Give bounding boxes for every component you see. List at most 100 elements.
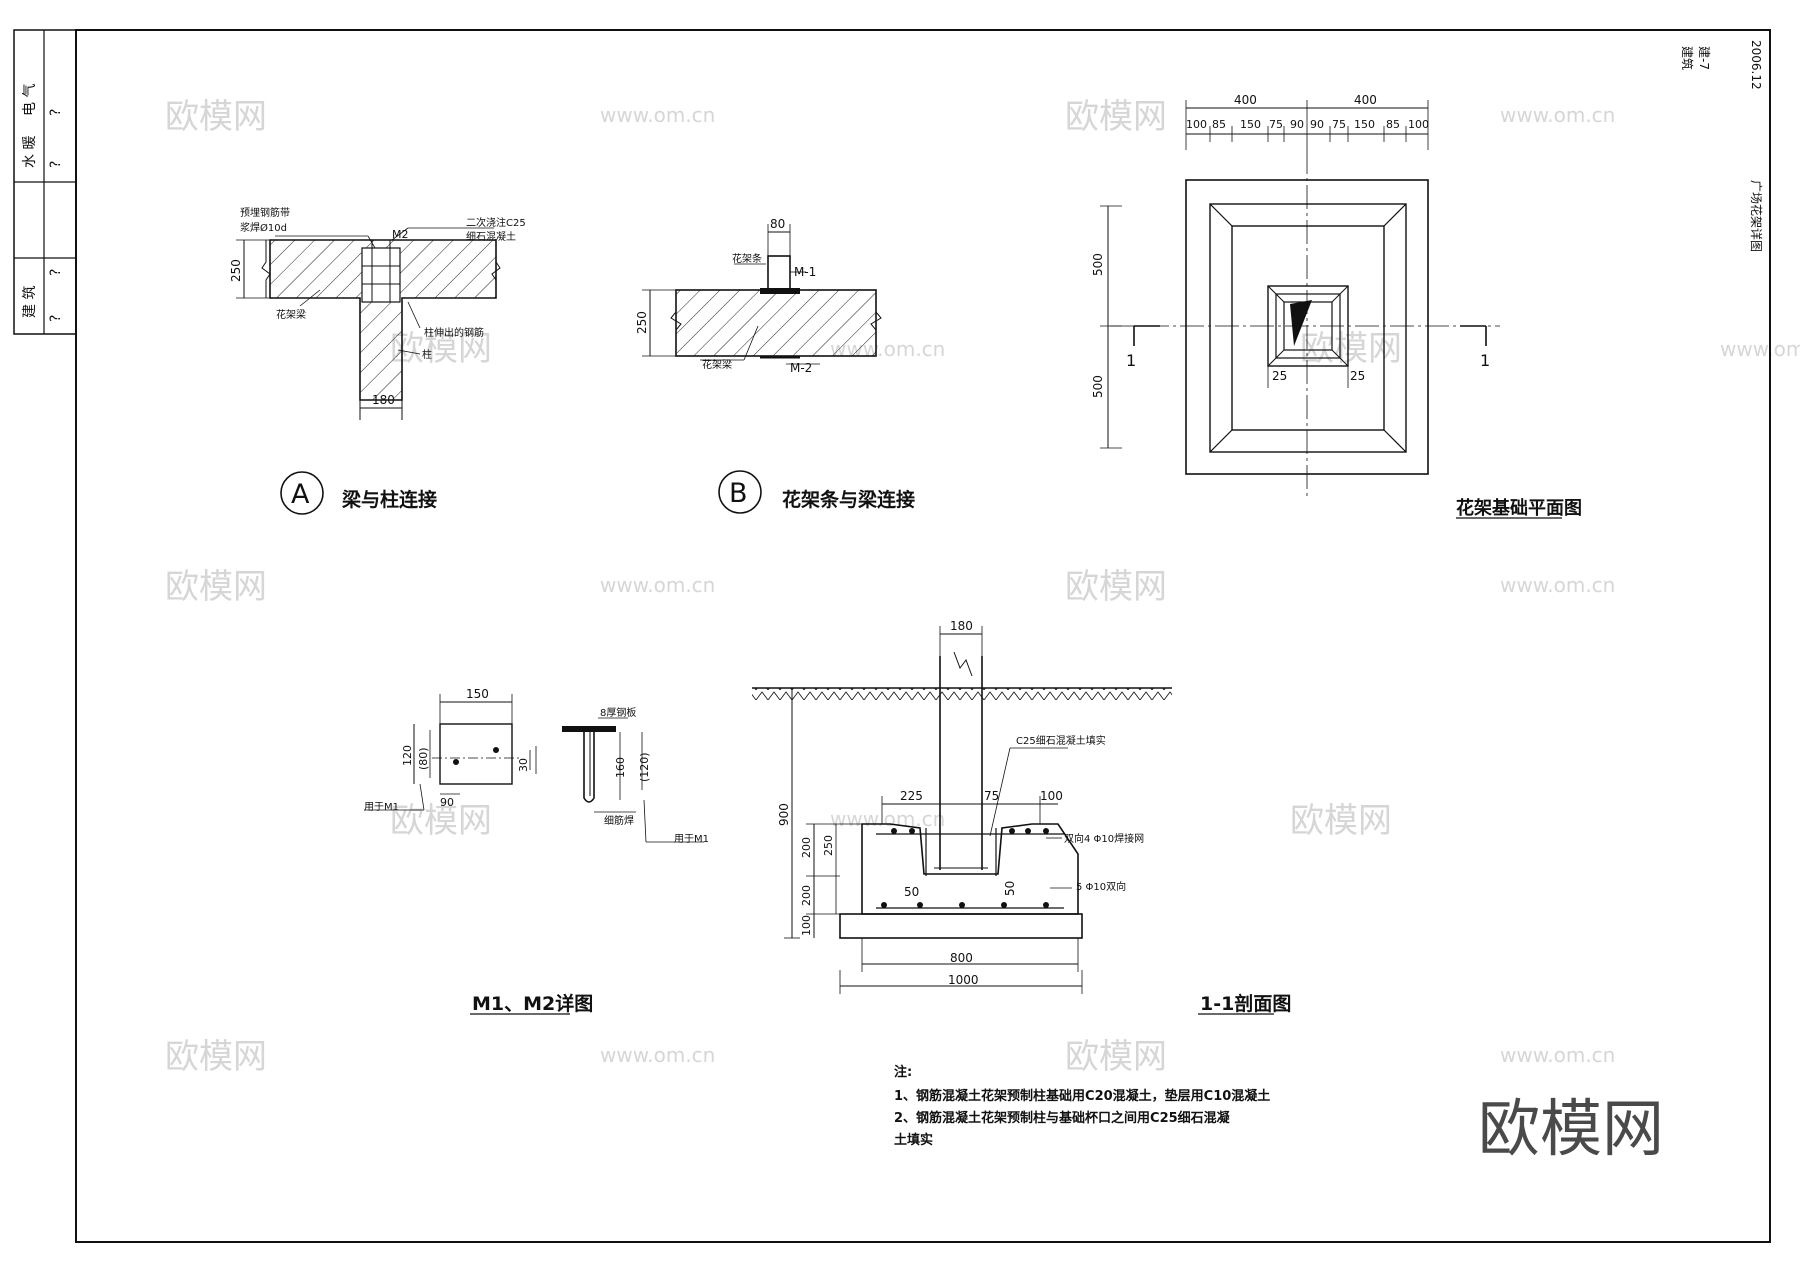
plan-title: 花架基础平面图 (1456, 497, 1582, 519)
dim-plan-25-left: 25 (1272, 369, 1287, 383)
dim-s-50b: 50 (1003, 881, 1017, 896)
watermark-logo: 欧模网 (1290, 801, 1392, 841)
watermark-logo-large: 欧模网 (1478, 1092, 1664, 1165)
discipline-electrical: 电 气 (22, 84, 38, 116)
dim-s-180: 180 (950, 619, 973, 633)
watermark-url: www.om.cn (1500, 103, 1615, 127)
plate-m1 (760, 288, 800, 294)
note-a-beam: 花架梁 (276, 308, 306, 321)
dim-s-800: 800 (950, 951, 973, 965)
section-mark-right: 1 (1480, 351, 1490, 370)
section-title: 1-1剖面图 (1200, 992, 1291, 1015)
dim-plan-seg: 100 (1186, 118, 1207, 131)
discipline-label: 建筑 (1680, 46, 1695, 70)
watermark-layer: 欧模网 www.om.cn 欧模网 www.om.cn 欧模网 www.om.c… (165, 97, 1800, 1077)
detail-a-title: 梁与柱连接 (341, 488, 437, 511)
dim-m-120b: (120) (638, 752, 651, 782)
detail-b-title: 花架条与梁连接 (782, 488, 915, 511)
watermark-logo: 欧模网 (1065, 1037, 1167, 1077)
dim-plan-seg: 75 (1332, 118, 1346, 131)
dim-s-100b: 100 (800, 915, 813, 936)
note-b-beam: 花架梁 (702, 358, 732, 371)
m-detail-title: M1、M2详图 (472, 992, 593, 1015)
notes-line-1: 1、钢筋混凝土花架预制柱基础用C20混凝土，垫层用C10混凝土 (894, 1088, 1270, 1104)
detail-b-letter: B (729, 478, 748, 509)
dim-plan-seg: 85 (1386, 118, 1400, 131)
notes-line-3: 土填实 (894, 1132, 933, 1148)
dim-s-250: 250 (822, 835, 835, 856)
watermark-logo: 欧模网 (165, 97, 267, 137)
dim-s-225: 225 (900, 789, 923, 803)
note-a-top-right-2: 细石混凝土 (466, 230, 516, 243)
note-b-m2: M-2 (790, 361, 812, 375)
dim-plan-seg: 100 (1408, 118, 1429, 131)
watermark-logo: 欧模网 (1065, 567, 1167, 607)
watermark-url: www.om.cn (830, 807, 945, 831)
dim-b-height: 250 (635, 311, 649, 334)
sheet-border (75, 29, 1771, 1243)
notes-heading: 注: (894, 1064, 912, 1080)
dim-s-200a: 200 (800, 837, 813, 858)
dim-plan-seg: 90 (1290, 118, 1304, 131)
watermark-url: www.om.cn (600, 573, 715, 597)
dim-plan-500-top: 500 (1091, 253, 1105, 276)
detail-a-beam-column: 180 250 预埋钢筋带 浆焊Ø10d M2 二次浇注C25 细石混凝土 花架… (229, 206, 526, 515)
title-block-left: 电 气 ? 水 暖 ? 建 筑 ? ? (13, 29, 77, 335)
watermark-url: www.om.cn (600, 1043, 715, 1067)
section-mark-left: 1 (1126, 351, 1136, 370)
discipline-arch: 建 筑 (22, 286, 38, 318)
general-notes: 注: 1、钢筋混凝土花架预制柱基础用C20混凝土，垫层用C10混凝土 2、钢筋混… (894, 1064, 1270, 1148)
note-a-top-left-2: 浆焊Ø10d (240, 221, 287, 234)
note-s-rebar-1: 双向4 Φ10焊接网 (1064, 832, 1144, 845)
dim-plan-25-right: 25 (1350, 369, 1365, 383)
dim-m-120: 120 (401, 745, 414, 766)
dim-s-75: 75 (984, 789, 999, 803)
dim-s-100: 100 (1040, 789, 1063, 803)
watermark-logo: 欧模网 (1300, 329, 1402, 369)
dim-a-height: 250 (229, 259, 243, 282)
dim-plan-seg: 150 (1354, 118, 1375, 131)
note-a-top-left-1: 预埋钢筋带 (240, 206, 290, 219)
detail-b-marker (718, 470, 762, 514)
note-m-anchor: 细筋焊 (604, 814, 634, 827)
m-plate-detail: 150 120 (80) 90 30 用于M1 160 (120) 8厚钢板 细… (364, 687, 709, 1015)
dim-plan-500-bottom: 500 (1091, 375, 1105, 398)
dim-plan-400-left: 400 (1234, 93, 1257, 107)
title-block-right: 建筑 建-7 2006.12 广场花架详图 (1680, 40, 1764, 252)
dim-s-200b: 200 (800, 885, 813, 906)
note-a-column: 柱 (422, 348, 432, 361)
note-b-m1: M-1 (794, 265, 816, 279)
dim-plan-seg: 90 (1310, 118, 1324, 131)
note-s-rebar-2: 5 Φ10双向 (1076, 880, 1126, 893)
dim-plan-seg: 150 (1240, 118, 1261, 131)
dim-m-150: 150 (466, 687, 489, 701)
note-s-grout: C25细石混凝土填实 (1016, 734, 1106, 747)
dim-s-50a: 50 (904, 885, 919, 899)
discipline-electrical-mark: ? (48, 109, 64, 116)
watermark-url: www.om.cn (1500, 573, 1615, 597)
detail-a-marker (280, 471, 324, 515)
notes-line-2: 2、钢筋混凝土花架预制柱与基础杯口之间用C25细石混凝 (894, 1110, 1231, 1126)
watermark-url: www.om.cn (1720, 337, 1800, 361)
foundation-plan: 1 1 400 400 100 85 150 75 90 90 75 150 8… (1091, 93, 1582, 519)
discipline-arch-mark: ? (48, 269, 64, 276)
detail-b-strip-beam: 80 250 花架条 M-1 花架梁 M-2 B 花架条与梁连接 (635, 217, 915, 514)
watermark-logo: 欧模网 (390, 329, 492, 369)
section-1-1: 180 900 200 250 200 100 (752, 619, 1291, 1015)
watermark-logo: 欧模网 (390, 801, 492, 841)
sheet-date: 2006.12 (1749, 40, 1763, 90)
dim-s-1000: 1000 (948, 973, 979, 987)
watermark-logo: 欧模网 (1065, 97, 1167, 137)
note-a-m2: M2 (392, 228, 409, 241)
note-m-plate: 8厚钢板 (600, 706, 636, 719)
drawing-title: 广场花架详图 (1749, 180, 1764, 252)
note-a-top-right-1: 二次浇注C25 (466, 216, 526, 229)
note-a-rebar: 柱伸出的钢筋 (424, 326, 484, 339)
watermark-logo: 欧模网 (165, 567, 267, 607)
note-m-for-m1-b: 用于M1 (674, 834, 709, 845)
dim-a-width: 180 (372, 393, 395, 407)
detail-a-letter: A (291, 479, 310, 510)
note-m-for-m1-a: 用于M1 (364, 802, 399, 813)
dim-plan-seg: 75 (1269, 118, 1283, 131)
watermark-logo: 欧模网 (165, 1037, 267, 1077)
